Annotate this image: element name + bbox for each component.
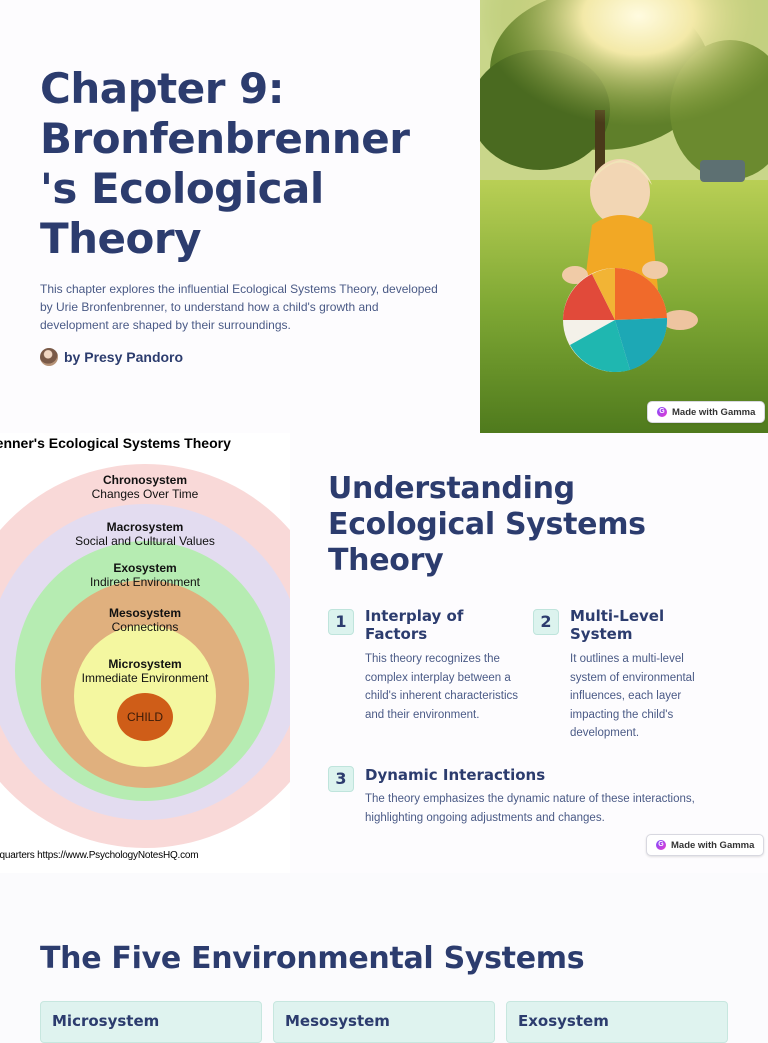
item-1-heading: Interplay of Factors xyxy=(365,607,464,643)
card-heading: Microsystem xyxy=(52,1012,160,1030)
author-byline: by Presy Pandoro xyxy=(40,348,183,366)
gamma-logo-icon: G xyxy=(656,840,666,850)
badge-label: Made with Gamma xyxy=(671,839,755,851)
section-title: The Five Environmental Systems xyxy=(40,941,585,976)
section-title: Understanding Ecological Systems Theory xyxy=(328,471,646,578)
child-playing-with-ball-image xyxy=(480,0,768,433)
concentric-rings xyxy=(0,464,290,848)
item-3-number: 3 xyxy=(328,766,354,792)
item-3-heading: Dynamic Interactions xyxy=(365,766,546,784)
hero-photo: G Made with Gamma xyxy=(480,0,768,433)
made-with-gamma-badge[interactable]: G Made with Gamma xyxy=(646,834,765,856)
intro-paragraph: This chapter explores the influential Ec… xyxy=(40,282,438,332)
badge-label: Made with Gamma xyxy=(672,406,756,418)
avatar xyxy=(40,348,58,366)
item-1-text: This theory recognizes the complex inter… xyxy=(365,653,519,721)
child-center xyxy=(117,693,173,741)
card-microsystem: Microsystem xyxy=(40,1001,262,1043)
item-1-number: 1 xyxy=(328,609,354,635)
item-2-text: It outlines a multi-level system of envi… xyxy=(570,653,695,739)
author-name: by Presy Pandoro xyxy=(64,349,184,365)
item-2-number: 2 xyxy=(533,609,559,635)
made-with-gamma-badge[interactable]: G Made with Gamma xyxy=(647,401,766,423)
diagram-credit: Psychology Notes Headquarters https://ww… xyxy=(0,850,199,861)
diagram-title: Bronfenbrenner's Ecological Systems Theo… xyxy=(0,435,231,451)
title-slide: Chapter 9: Bronfenbrenner 's Ecological … xyxy=(0,0,768,433)
ecological-systems-diagram: Bronfenbrenner's Ecological Systems Theo… xyxy=(0,433,290,873)
child-label: CHILD xyxy=(126,710,163,724)
understanding-slide: Bronfenbrenner's Ecological Systems Theo… xyxy=(0,433,768,873)
card-heading: Mesosystem xyxy=(285,1012,390,1030)
card-mesosystem: Mesosystem xyxy=(273,1001,495,1043)
item-2-heading: Multi-Level System xyxy=(570,607,665,643)
card-exosystem: Exosystem xyxy=(506,1001,728,1043)
page-title: Chapter 9: Bronfenbrenner 's Ecological … xyxy=(40,64,410,263)
card-heading: Exosystem xyxy=(518,1012,609,1030)
gamma-logo-icon: G xyxy=(657,407,667,417)
item-3-text: The theory emphasizes the dynamic nature… xyxy=(365,793,695,824)
five-systems-slide: The Five Environmental Systems Microsyst… xyxy=(0,873,768,1043)
